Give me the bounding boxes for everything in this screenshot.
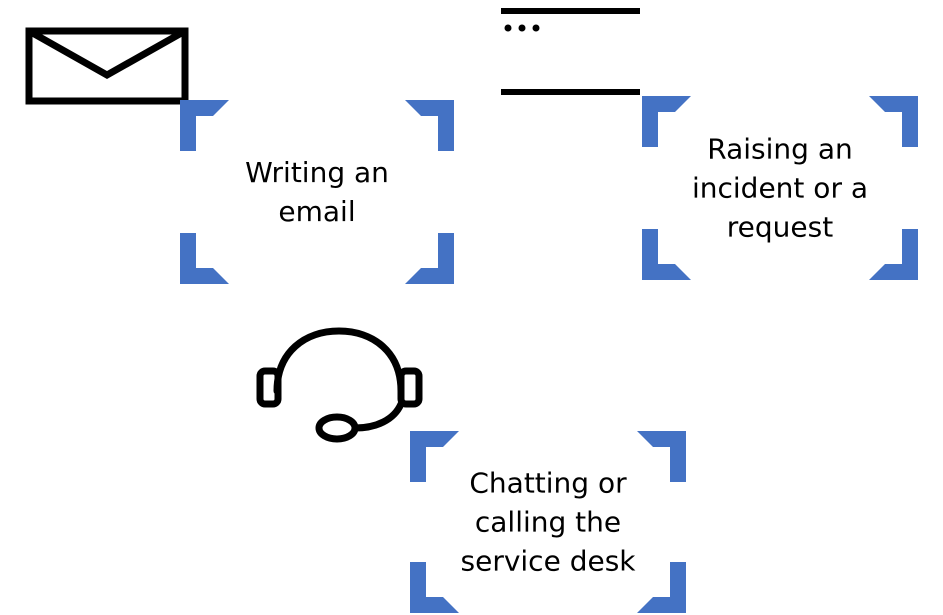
- card-label: Chatting or calling the service desk: [460, 466, 636, 578]
- card-email-frame: [180, 100, 454, 284]
- headset-icon: [256, 327, 423, 443]
- card-label: Writing an email: [245, 156, 389, 228]
- card-chat-frame: [410, 431, 686, 613]
- card-writing-email: Writing an email: [180, 100, 454, 284]
- form-icon: [501, 8, 640, 95]
- card-raising-incident: Raising an incident or a request: [642, 96, 918, 280]
- envelope-icon: [25, 27, 189, 105]
- card-request-frame: [642, 96, 918, 280]
- card-chatting-calling: Chatting or calling the service desk: [410, 431, 686, 613]
- card-label: Raising an incident or a request: [691, 132, 869, 244]
